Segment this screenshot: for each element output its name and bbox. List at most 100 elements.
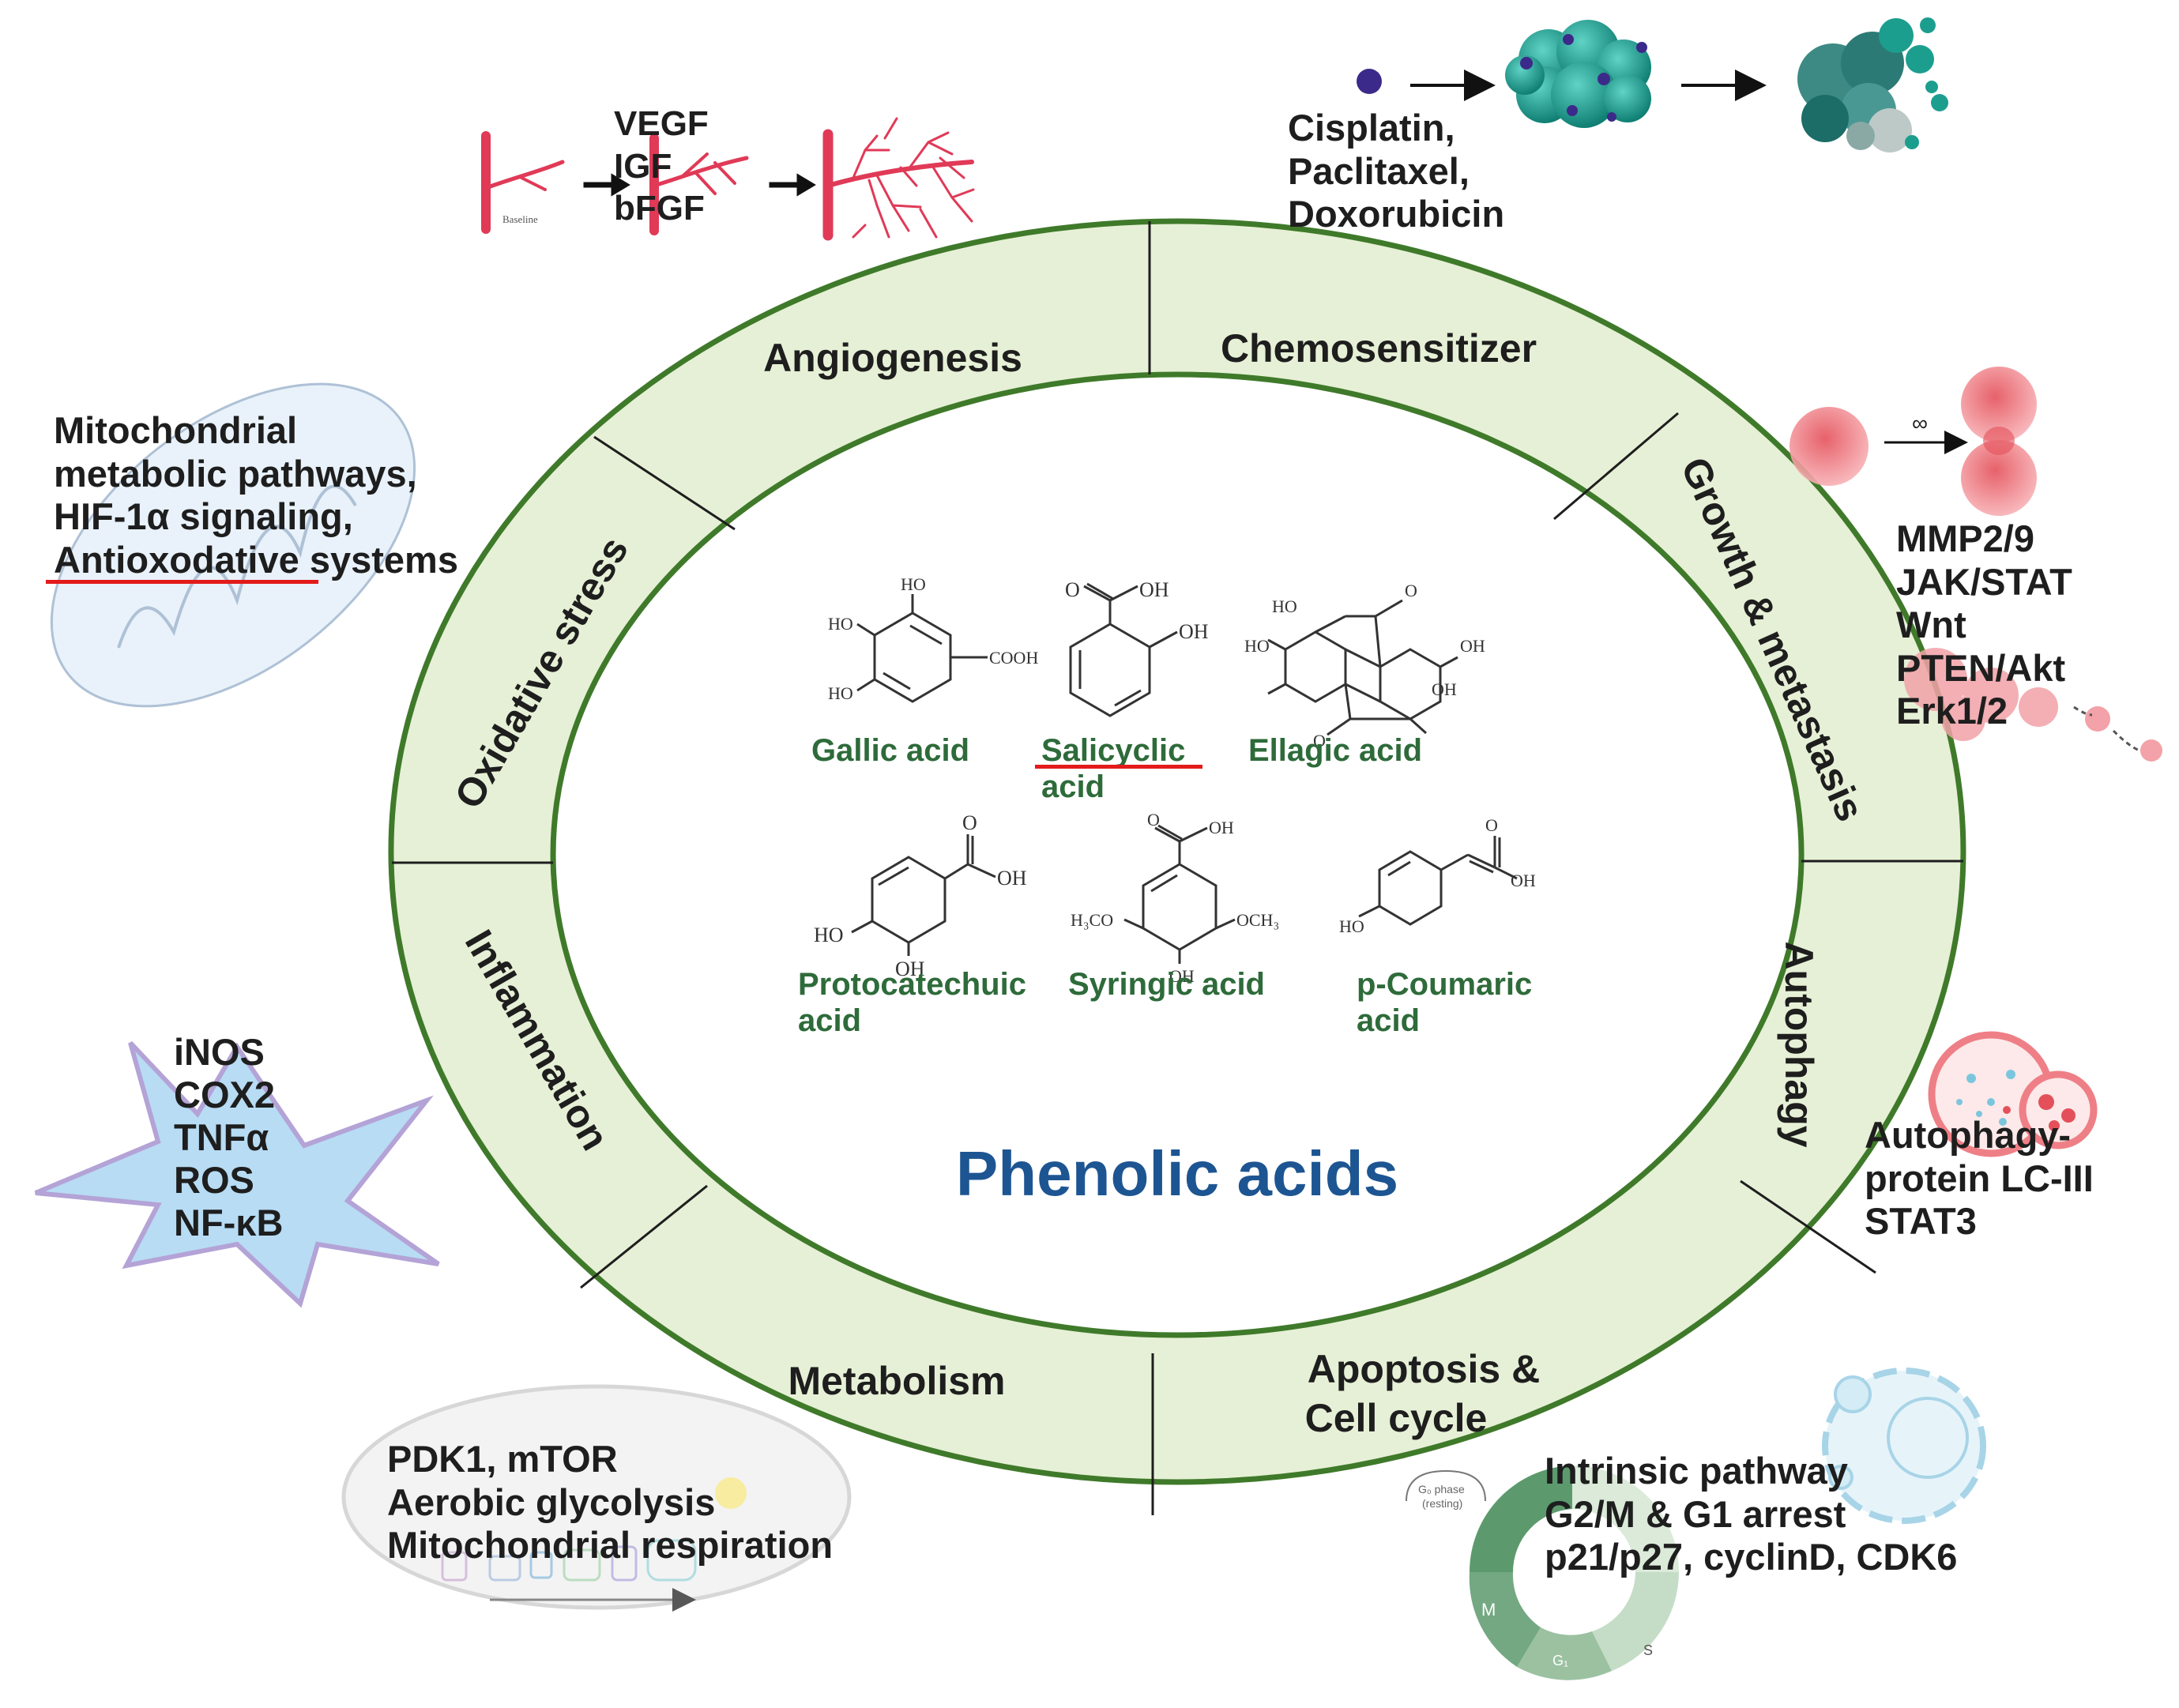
autophagy-vesicle xyxy=(1928,1031,2098,1157)
proto-o: O xyxy=(962,811,977,834)
chemo-cells xyxy=(1357,17,1948,152)
cycle-note-2: (resting) xyxy=(1422,1497,1462,1510)
oxidative-underlined-word: Antioxodative xyxy=(54,538,299,581)
gallic-ho-mid: HO xyxy=(828,614,853,634)
compound-protocatechuic-line2: acid xyxy=(798,1003,862,1038)
compound-salicylic-line1: Salicyclic xyxy=(1041,733,1186,768)
inflammation-item-3: TNFα xyxy=(174,1116,269,1159)
ring-label-metabolism: Metabolism xyxy=(788,1359,1005,1403)
ring-band xyxy=(388,218,1966,1485)
compound-ellagic-line1: Ellagic acid xyxy=(1248,733,1423,768)
structure-ellagic xyxy=(1267,599,1458,736)
coumaric-o: O xyxy=(1485,815,1498,835)
angiogenesis-small-label: Baseline xyxy=(502,213,538,225)
compound-gallic: Gallic acid xyxy=(811,732,969,769)
syringic-oh: OH xyxy=(1169,966,1195,986)
callout-growth: MMP2/9 JAK/STAT Wnt PTEN/Akt Erk1/2 xyxy=(1896,517,2072,733)
compound-coumaric-line2: acid xyxy=(1357,1003,1421,1038)
syringic-o: O xyxy=(1147,810,1160,830)
growth-arrow-label: ∞ xyxy=(1912,411,1928,435)
dying-cluster xyxy=(1797,17,1948,152)
ellagic-o-top: O xyxy=(1405,581,1417,600)
compound-coumaric-line1: p-Coumaric xyxy=(1357,967,1533,1002)
salicylic-underline xyxy=(1035,765,1202,769)
ellagic-ho-l: HO xyxy=(1244,636,1270,656)
proto-ho: HO xyxy=(814,924,844,946)
autophagy-item-2: protein LC-III xyxy=(1865,1157,2094,1199)
angio-item-2: IGF xyxy=(614,146,672,186)
structure-protocatechuic xyxy=(851,834,996,956)
oxidative-item-2: metabolic pathways, xyxy=(54,452,417,495)
ellagic-oh-r: OH xyxy=(1460,636,1485,656)
compound-syringic: Syringic acid xyxy=(1068,966,1265,1003)
ellagic-ho-tl: HO xyxy=(1272,596,1297,616)
growth-cells: ∞ xyxy=(1789,367,2162,762)
chemo-item-1: Cisplatin, xyxy=(1288,107,1455,149)
salicylic-oh-side: OH xyxy=(1179,620,1209,643)
compound-coumaric: p-Coumaric acid xyxy=(1357,966,1532,1039)
phase-g1: G₁ xyxy=(1552,1653,1568,1668)
callout-inflammation: iNOS COX2 TNFα ROS NF-κB xyxy=(174,1031,283,1244)
proto-oh-acid: OH xyxy=(997,867,1027,890)
chemo-item-2: Paclitaxel, xyxy=(1288,149,1470,192)
angio-item-3: bFGF xyxy=(614,189,705,228)
growth-item-3: Wnt xyxy=(1896,604,1966,646)
ellagic-oh-br: OH xyxy=(1432,679,1457,699)
compound-protocatechuic-line1: Protocatechuic xyxy=(798,967,1026,1002)
structure-coumaric xyxy=(1358,836,1518,926)
syringic-h3co: H₃CO xyxy=(1071,910,1113,930)
growth-item-2: JAK/STAT xyxy=(1896,560,2072,603)
oxidative-item-3: HIF-1α signaling, xyxy=(54,495,353,538)
angio-item-1: VEGF xyxy=(614,104,709,143)
structure-gallic xyxy=(856,594,988,703)
antioxidative-underline xyxy=(46,580,318,584)
apoptosis-item-1: Intrinsic pathway xyxy=(1545,1450,1848,1492)
angiogenesis-vessels xyxy=(481,117,975,241)
inflammation-item-4: ROS xyxy=(174,1159,254,1202)
chemo-item-3: Doxorubicin xyxy=(1288,193,1505,235)
compound-ellagic: Ellagic acid xyxy=(1248,732,1422,769)
inflammation-item-1: iNOS xyxy=(174,1031,265,1073)
mitochondrion-oxidative xyxy=(50,382,416,708)
phase-s: S xyxy=(1643,1642,1653,1658)
structure-syringic xyxy=(1123,824,1236,964)
growth-item-4: PTEN/Akt xyxy=(1896,646,2066,689)
compound-salicylic-line2: acid xyxy=(1041,769,1105,804)
callout-chemosensitizer: Cisplatin, Paclitaxel, Doxorubicin xyxy=(1288,107,1504,236)
compound-protocatechuic: Protocatechuic acid xyxy=(798,966,1026,1039)
autophagy-item-1: Autophagy- xyxy=(1865,1114,2072,1156)
callout-apoptosis: Intrinsic pathway G2/M & G1 arrest p21/p… xyxy=(1545,1450,1957,1579)
ring-dividers xyxy=(392,221,1963,1515)
metabolism-item-3: Mitochondrial respiration xyxy=(387,1524,834,1567)
syringic-oh-acid: OH xyxy=(1209,818,1234,837)
ring-label-autophagy: Autophagy xyxy=(1777,941,1821,1147)
salicylic-o: O xyxy=(1065,578,1080,601)
ring xyxy=(388,218,1966,1515)
proto-oh: OH xyxy=(895,957,925,980)
autophagy-item-3: STAT3 xyxy=(1865,1200,1977,1243)
apoptosis-item-3: p21/p27, cyclinD, CDK6 xyxy=(1545,1536,1958,1578)
apoptotic-cell xyxy=(1822,1368,1986,1524)
coumaric-oh-acid: OH xyxy=(1511,871,1536,890)
callout-oxidative: Mitochondrial metabolic pathways, HIF-1α… xyxy=(54,409,458,581)
callout-angiogenesis: VEGF IGF bFGF xyxy=(614,103,709,230)
metabolism-item-1: PDK1, mTOR xyxy=(387,1438,618,1480)
mitochondrion-metabolism xyxy=(341,1384,852,1612)
growth-item-1: MMP2/9 xyxy=(1896,517,2034,559)
callout-metabolism: PDK1, mTOR Aerobic glycolysis Mitochondr… xyxy=(387,1438,833,1567)
syringic-och3: OCH₃ xyxy=(1236,910,1279,930)
oxidative-item-4: Antioxodative systems xyxy=(54,539,458,582)
inflammation-starburst xyxy=(34,1040,440,1308)
compound-gallic-line1: Gallic acid xyxy=(811,733,970,768)
coumaric-ho: HO xyxy=(1339,916,1364,936)
oxidative-last-rest: systems xyxy=(299,538,458,581)
center-title: Phenolic acids xyxy=(955,1138,1399,1209)
apoptosis-item-2: G2/M & G1 arrest xyxy=(1545,1492,1846,1535)
inflammation-item-5: NF-κB xyxy=(174,1202,284,1244)
ring-label-apoptosis-line1: Apoptosis & xyxy=(1308,1347,1540,1391)
cell-cycle-ring: M G₁ S G₀ phase (resting) xyxy=(1406,1465,1679,1680)
ring-label-apoptosis-line2: Cell cycle xyxy=(1305,1396,1488,1440)
oxidative-item-1: Mitochondrial xyxy=(54,409,298,451)
ring-label-angiogenesis: Angiogenesis xyxy=(763,336,1022,380)
